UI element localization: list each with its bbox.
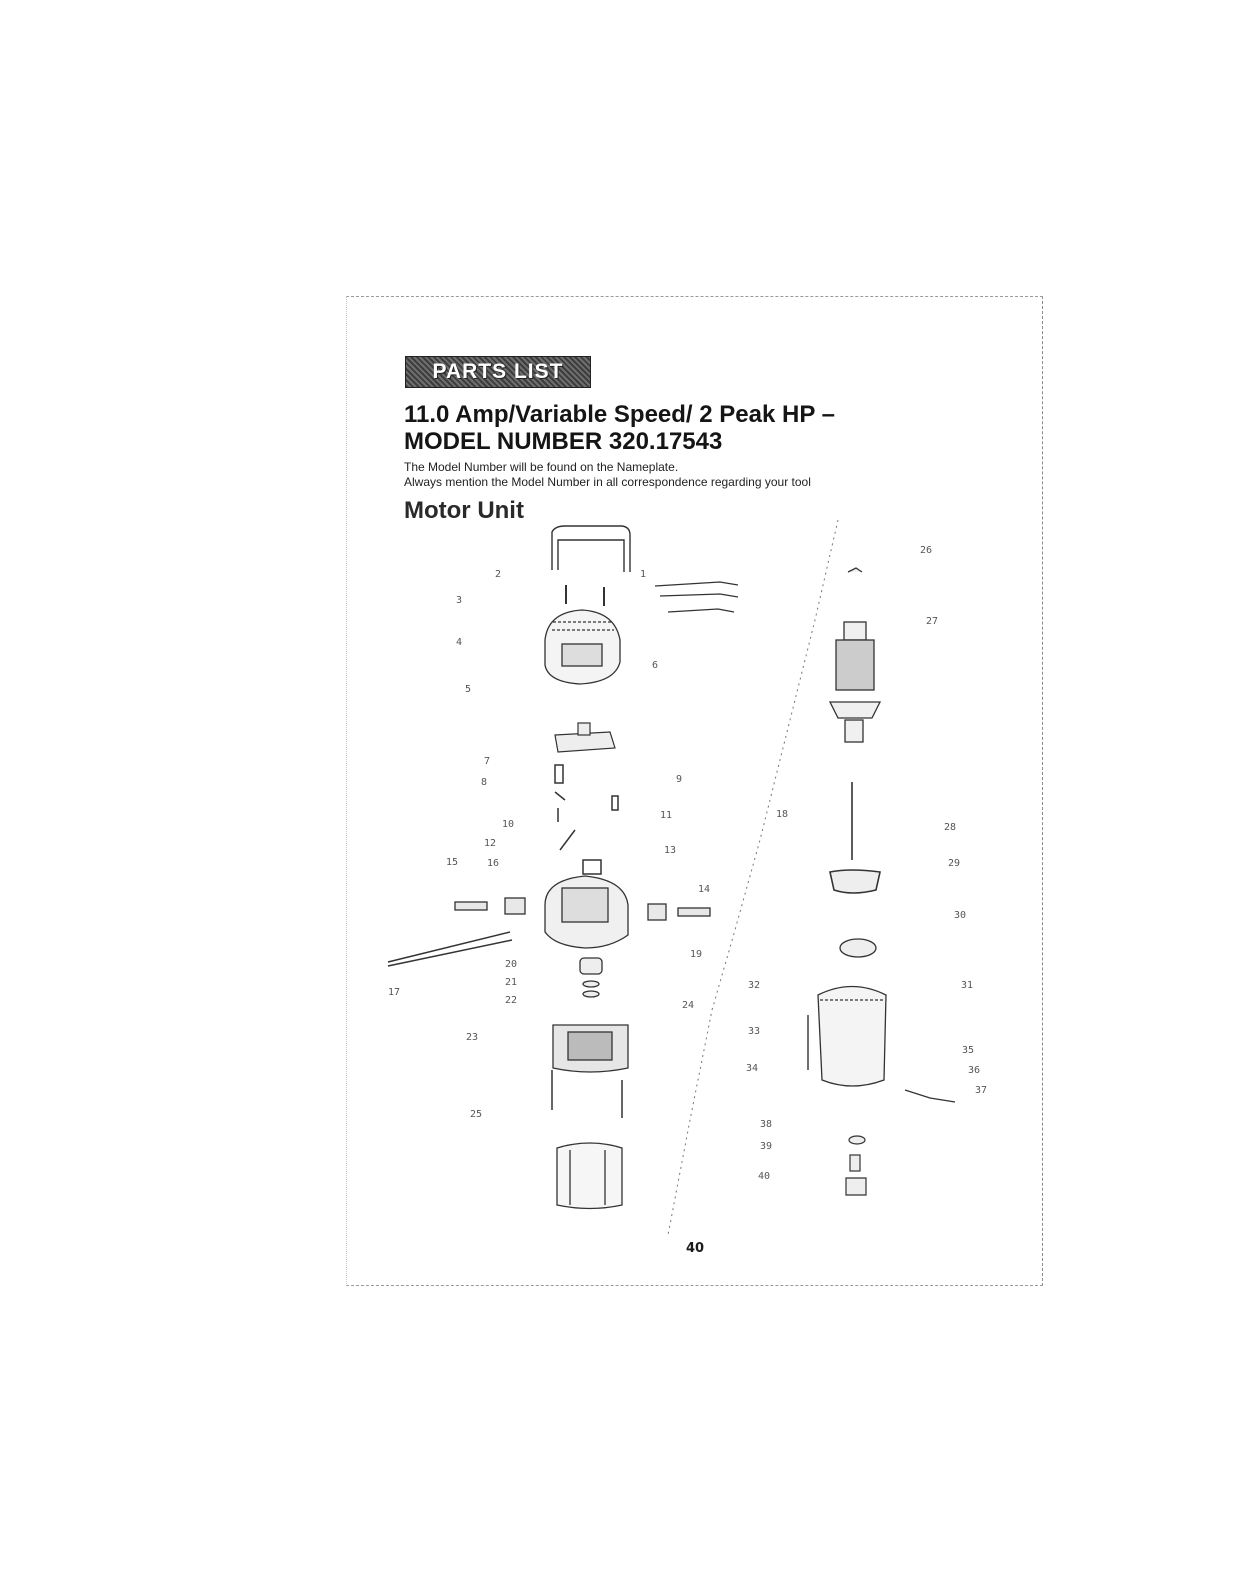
bearing-parts	[579, 957, 603, 998]
callout-20: 20	[505, 959, 517, 970]
brush-parts	[454, 897, 711, 921]
model-number-heading: MODEL NUMBER 320.17543	[404, 428, 723, 455]
armature-part	[828, 567, 882, 743]
callout-6: 6	[652, 660, 658, 671]
callout-23: 23	[466, 1032, 478, 1043]
field-part	[552, 1024, 629, 1073]
callout-2: 2	[495, 569, 501, 580]
callout-19: 19	[690, 949, 702, 960]
diagram-divider-line	[667, 519, 839, 1236]
callout-4: 4	[456, 637, 462, 648]
callout-24: 24	[682, 1000, 694, 1011]
page-title: 11.0 Amp/Variable Speed/ 2 Peak HP –	[404, 401, 835, 428]
callout-8: 8	[481, 777, 487, 788]
motor-cap-part	[544, 609, 621, 685]
motor-shell-part	[556, 1142, 623, 1210]
adjusting-ring-parts	[654, 581, 739, 613]
callout-37: 37	[975, 1085, 987, 1096]
callout-30: 30	[954, 910, 966, 921]
switch-part	[554, 722, 616, 753]
callout-34: 34	[746, 1063, 758, 1074]
motor-housing-part	[544, 875, 629, 949]
callout-13: 13	[664, 845, 676, 856]
parts-list-badge-label: PARTS LIST	[432, 360, 564, 383]
ring-bearing-part	[839, 938, 877, 958]
callout-18: 18	[776, 809, 788, 820]
base-housing-part	[817, 985, 887, 1087]
callout-10: 10	[502, 819, 514, 830]
callout-38: 38	[760, 1119, 772, 1130]
callout-40: 40	[758, 1171, 770, 1182]
callout-16: 16	[487, 858, 499, 869]
page-number: 40	[686, 1241, 705, 1256]
callout-29: 29	[948, 858, 960, 869]
callout-36: 36	[968, 1065, 980, 1076]
callout-5: 5	[465, 684, 471, 695]
callout-11: 11	[660, 810, 672, 821]
callout-14: 14	[698, 884, 710, 895]
model-number-note: The Model Number will be found on the Na…	[404, 460, 679, 474]
cord-part	[387, 931, 513, 967]
callout-labels: 1 2 3 4 5 6 7 8 9 10 11 12 13 14 15 16 1…	[388, 545, 987, 1182]
adjuster-screw-part	[904, 1089, 956, 1103]
field-screws	[551, 1070, 623, 1118]
parts-list-badge: PARTS LIST	[405, 356, 591, 388]
page-border	[346, 296, 1043, 1286]
callout-27: 27	[926, 616, 938, 627]
motor-handle-part	[551, 525, 631, 572]
callout-1: 1	[640, 569, 646, 580]
callout-3: 3	[456, 595, 462, 606]
callout-22: 22	[505, 995, 517, 1006]
callout-15: 15	[446, 857, 458, 868]
screw-parts	[565, 585, 605, 606]
callout-39: 39	[760, 1141, 772, 1152]
base-bottom-parts	[845, 1135, 867, 1196]
callout-33: 33	[748, 1026, 760, 1037]
callout-28: 28	[944, 822, 956, 833]
shaft-part	[829, 782, 881, 894]
callout-32: 32	[748, 980, 760, 991]
callout-26: 26	[920, 545, 932, 556]
callout-35: 35	[962, 1045, 974, 1056]
callout-9: 9	[676, 774, 682, 785]
callout-12: 12	[484, 838, 496, 849]
callout-17: 17	[388, 987, 400, 998]
section-heading: Motor Unit	[404, 497, 524, 524]
callout-21: 21	[505, 977, 517, 988]
correspondence-note: Always mention the Model Number in all c…	[404, 475, 811, 489]
callout-25: 25	[470, 1109, 482, 1120]
callout-7: 7	[484, 756, 490, 767]
callout-31: 31	[961, 980, 973, 991]
brush-holder-parts	[554, 764, 619, 875]
